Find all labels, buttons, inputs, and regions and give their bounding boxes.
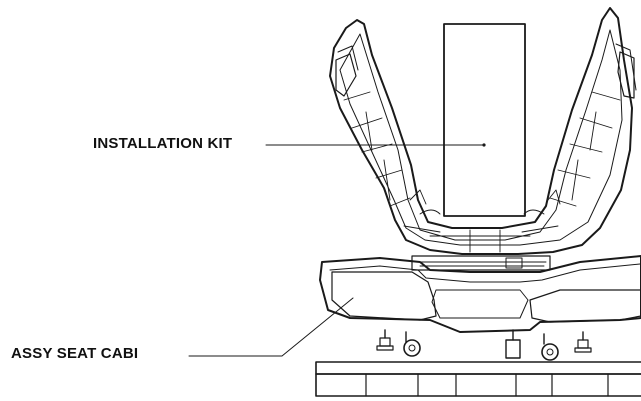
seat-outer-contour [329,7,633,255]
seat-right-wing [617,51,635,99]
caster-wheel-right [541,343,559,361]
pallet [315,361,641,397]
assy-seat-cabi-label: ASSY SEAT CABI [11,345,139,362]
seat-seams-right [521,91,621,233]
caster-wheel-left [403,339,421,357]
seat-cushion-lines [409,189,561,253]
cabinet-right-pod [529,289,641,323]
cabinet-left-pod [331,271,437,321]
caster-center [505,339,521,359]
cabinet-casters [376,329,592,361]
seat-seams-left [343,91,441,233]
installation-kit-leader-dot [482,143,486,147]
leader-lines [188,143,486,357]
assy-seat-cabi-leader [188,297,354,357]
pallet-body [315,373,641,397]
installation-kit-label: INSTALLATION KIT [93,135,233,152]
cabinet-center-rail [411,255,551,271]
seat-cabinet [319,255,641,333]
seat-right-wing-detail [615,43,637,91]
leveler-foot-left [379,337,391,347]
pallet-dividers [365,373,609,397]
seat-shell [329,7,637,255]
cabinet-inner-outline [329,263,641,283]
seat-inner-contour [339,29,623,246]
installation-kit-box [443,23,526,217]
seat-left-wing-detail [337,45,359,71]
leveler-foot-right [577,339,589,349]
seat-left-wing [335,53,357,97]
pallet-top [315,361,641,375]
